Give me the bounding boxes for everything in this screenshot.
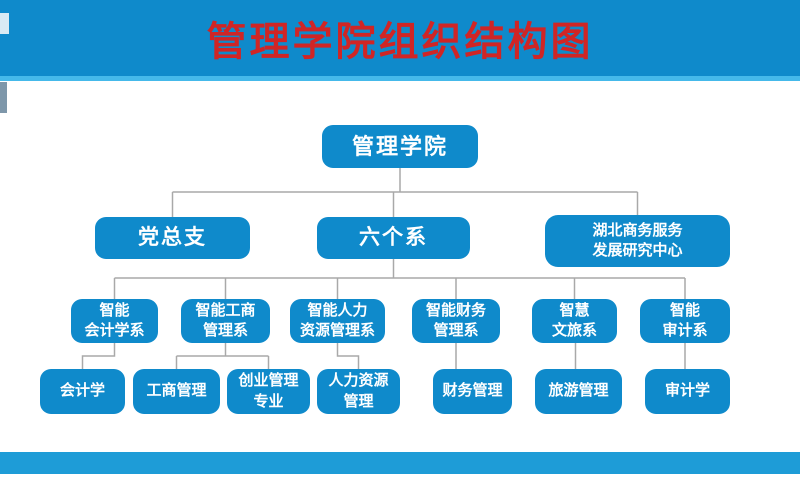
node-major-auditing: 审计学 [645, 369, 730, 414]
node-dept-smart-business-admin: 智能工商 管理系 [181, 299, 270, 343]
page-title: 管理学院组织结构图 [206, 20, 594, 64]
node-party-branch: 党总支 [95, 217, 250, 259]
node-dept-smart-accounting: 智能 会计学系 [71, 299, 158, 343]
node-major-business-admin: 工商管理 [133, 369, 220, 414]
node-major-financial-management: 财务管理 [433, 369, 512, 414]
node-dept-smart-hr: 智能人力 资源管理系 [290, 299, 385, 343]
node-major-accounting: 会计学 [40, 369, 125, 414]
node-major-entrepreneurship: 创业管理 专业 [227, 369, 310, 414]
node-college-root: 管理学院 [322, 125, 478, 168]
footer-bar [0, 452, 800, 474]
node-dept-smart-audit: 智能 审计系 [640, 299, 730, 343]
banner-accent-strip [0, 76, 800, 81]
node-major-hr-management: 人力资源 管理 [317, 369, 400, 414]
node-dept-smart-tourism: 智慧 文旅系 [532, 299, 617, 343]
left-edge-tab-mid [0, 82, 7, 113]
node-major-tourism-management: 旅游管理 [535, 369, 622, 414]
node-hubei-research-center: 湖北商务服务 发展研究中心 [545, 215, 730, 267]
title-banner [0, 0, 800, 76]
node-six-departments: 六个系 [317, 217, 470, 259]
left-edge-tab-top [0, 13, 9, 34]
node-dept-smart-finance: 智能财务 管理系 [412, 299, 500, 343]
